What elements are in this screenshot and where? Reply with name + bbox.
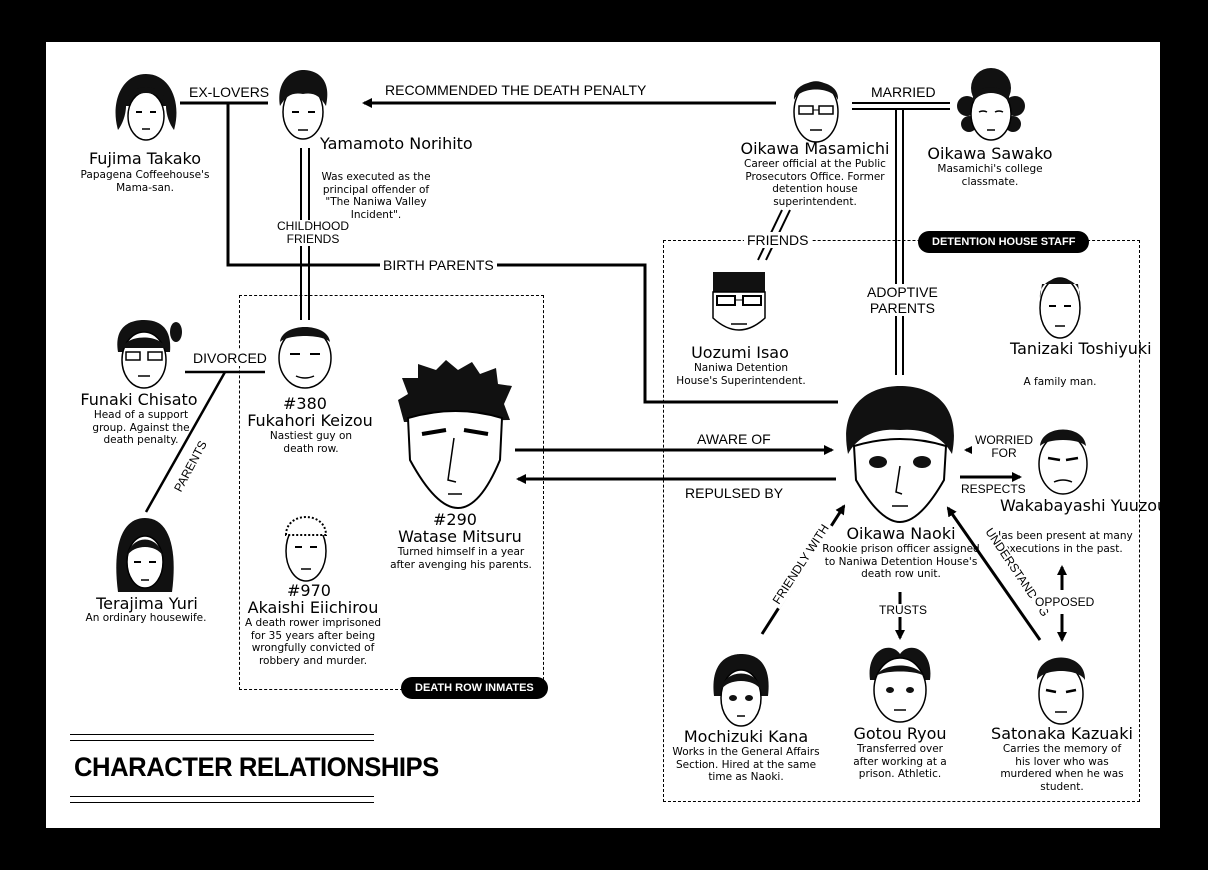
repulsed-by-label: REPULSED BY [682, 485, 787, 501]
masamichi-desc: Career official at the Public Prosecutor… [744, 158, 886, 208]
birth-parents-label: BIRTH PARENTS [380, 257, 497, 273]
title-rule-bottom [70, 796, 374, 797]
wakabayashi-name: Wakabayashi Yuuzou [1000, 496, 1168, 515]
opposed-label: OPPOSED [1032, 596, 1098, 609]
naoki-name: Oikawa Naoki [846, 524, 956, 543]
akaishi-name: Akaishi Eiichirou [247, 598, 379, 617]
divorced-label: DIVORCED [190, 350, 270, 366]
naoki-desc: Rookie prison officer assigned to Naniwa… [822, 543, 980, 580]
fujima-portrait [115, 74, 177, 141]
funaki-name: Funaki Chisato [80, 390, 198, 409]
detention-staff-box [663, 240, 1140, 802]
sawako-desc: Masamichi's college classmate. [937, 163, 1043, 188]
trusts-label: TRUSTS [876, 604, 930, 617]
sawako-name: Oikawa Sawako [927, 144, 1053, 163]
naoki-portrait [846, 386, 954, 524]
gotou-portrait [869, 647, 931, 723]
tanizaki-name: Tanizaki Toshiyuki [1010, 339, 1152, 358]
gotou-desc: Transferred over after working at a pris… [853, 743, 947, 780]
wakabayashi-desc: Has been present at many executions in t… [993, 530, 1133, 555]
satonaka-portrait [1036, 657, 1086, 725]
uozumi-portrait [712, 272, 766, 331]
masamichi-name: Oikawa Masamichi [740, 139, 890, 158]
watase-number: #290 [433, 510, 477, 529]
tanizaki-desc: A family man. [1023, 376, 1097, 388]
akaishi-portrait [284, 516, 328, 582]
yamamoto-desc: Was executed as the principal offender o… [321, 171, 431, 221]
death-row-box [239, 295, 544, 690]
yamamoto-portrait [279, 70, 328, 140]
masamichi-portrait [793, 81, 839, 143]
funaki-desc: Head of a support group. Against the dea… [92, 409, 190, 446]
fukahori-portrait [278, 327, 332, 389]
tanizaki-portrait [1039, 277, 1081, 339]
satonaka-desc: Carries the memory of his lover who was … [1000, 743, 1124, 793]
respects-label: RESPECTS [958, 483, 1029, 496]
parents-line [144, 371, 227, 513]
akaishi-number: #970 [287, 581, 331, 600]
understanding-arrow [946, 506, 1042, 641]
aware-of-label: AWARE OF [694, 431, 774, 447]
satonaka-name: Satonaka Kazuaki [991, 724, 1133, 743]
title-rule-bottom2 [70, 802, 374, 803]
watase-name: Watase Mitsuru [398, 527, 522, 546]
fukahori-name: Fukahori Keizou [247, 411, 373, 430]
birth-parents-line [226, 103, 838, 404]
mochizuki-desc: Works in the General Affairs Section. Hi… [672, 746, 820, 783]
recommended-label: RECOMMENDED THE DEATH PENALTY [382, 82, 650, 98]
terajima-name: Terajima Yuri [96, 594, 198, 613]
yamamoto-name: Yamamoto Norihito [320, 134, 473, 153]
friends-label: FRIENDS [744, 232, 812, 248]
wakabayashi-portrait [1038, 429, 1088, 495]
mochizuki-name: Mochizuki Kana [683, 727, 809, 746]
fujima-desc: Papagena Coffeehouse's Mama-san. [80, 169, 210, 194]
title-rule-top [70, 734, 374, 735]
akaishi-desc: A death rower imprisoned for 35 years af… [244, 617, 382, 667]
watase-portrait [398, 360, 512, 510]
terajima-desc: An ordinary housewife. [85, 612, 207, 624]
gotou-name: Gotou Ryou [853, 724, 947, 743]
detention-staff-label: DETENTION HOUSE STAFF [918, 231, 1090, 253]
title-rule-top2 [70, 740, 374, 741]
fujima-name: Fujima Takako [88, 149, 202, 168]
ex-lovers-label: EX-LOVERS [186, 84, 273, 100]
sawako-portrait [957, 68, 1025, 141]
fukahori-desc: Nastiest guy on death row. [269, 430, 353, 455]
page-title: CHARACTER RELATIONSHIPS [74, 752, 439, 782]
watase-desc: Turned himself in a year after avenging … [390, 546, 532, 571]
fukahori-number: #380 [283, 394, 327, 413]
uozumi-desc: Naniwa Detention House's Superintendent. [676, 362, 806, 387]
married-label: MARRIED [868, 84, 939, 100]
funaki-portrait [117, 320, 182, 389]
uozumi-name: Uozumi Isao [691, 343, 789, 362]
death-row-label: DEATH ROW INMATES [401, 677, 548, 699]
mochizuki-portrait [713, 654, 769, 727]
terajima-portrait [116, 518, 174, 592]
